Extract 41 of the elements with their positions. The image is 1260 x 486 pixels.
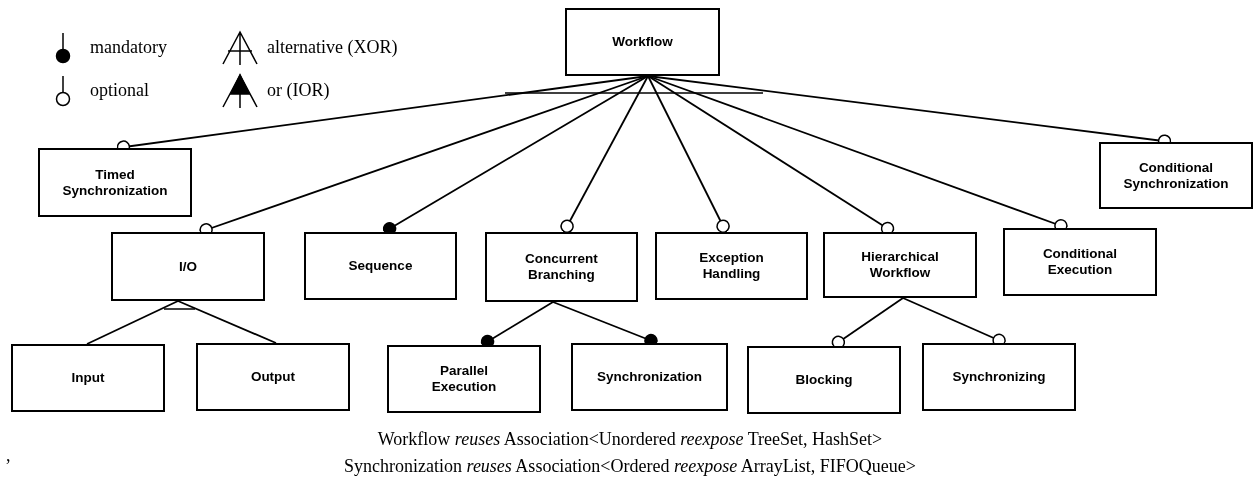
feature-box	[304, 232, 457, 300]
legend-text: or (IOR)	[267, 80, 330, 101]
feature-box	[196, 343, 350, 411]
feature-box	[485, 232, 638, 302]
stray-mark: ,	[6, 445, 11, 466]
connector-line	[560, 75, 649, 233]
feature-box	[823, 232, 977, 298]
feature-box	[922, 343, 1076, 411]
feature-box	[565, 8, 720, 76]
feature-label: Timed Synchronization	[61, 166, 169, 199]
feature-box	[1099, 142, 1253, 209]
caption-line: Workflow reuses Association<Unordered reexpose TreeSet, HashSet>	[377, 429, 883, 450]
feature-label: Parallel Execution	[430, 363, 498, 395]
feature-box	[11, 344, 165, 412]
feature-box	[655, 232, 808, 300]
connector-line	[86, 300, 179, 345]
feature-label: Synchronizing	[952, 369, 1046, 385]
feature-label: Input	[71, 370, 105, 386]
feature-box	[111, 232, 265, 301]
feature-box	[571, 343, 728, 411]
caption-line: Synchronization reuses Association<Ordered reexpose ArrayList, FIFOQueue>	[344, 456, 916, 477]
feature-label: Conditional Execution	[1041, 246, 1119, 278]
feature-box	[38, 148, 192, 217]
legend-text: mandatory	[90, 37, 167, 58]
feature-label: Sequence	[348, 258, 413, 274]
feature-label: Exception Handling	[698, 250, 765, 282]
feature-box	[747, 346, 901, 414]
legend-text: alternative (XOR)	[267, 37, 398, 58]
feature-label: Concurrent Branching	[524, 251, 599, 283]
connector-line	[177, 300, 277, 344]
feature-label: Output	[250, 369, 296, 385]
feature-box	[387, 345, 541, 413]
legend-text: optional	[90, 80, 149, 101]
connector-line	[647, 75, 730, 233]
feature-label: Conditional Synchronization	[1122, 159, 1230, 192]
feature-label: Workflow	[612, 34, 673, 50]
feature-label: Blocking	[795, 372, 853, 388]
feature-label: I/O	[179, 258, 197, 275]
feature-label: Hierarchical Workflow	[860, 249, 940, 281]
feature-label: Synchronization	[597, 369, 702, 385]
feature-box	[1003, 228, 1157, 296]
